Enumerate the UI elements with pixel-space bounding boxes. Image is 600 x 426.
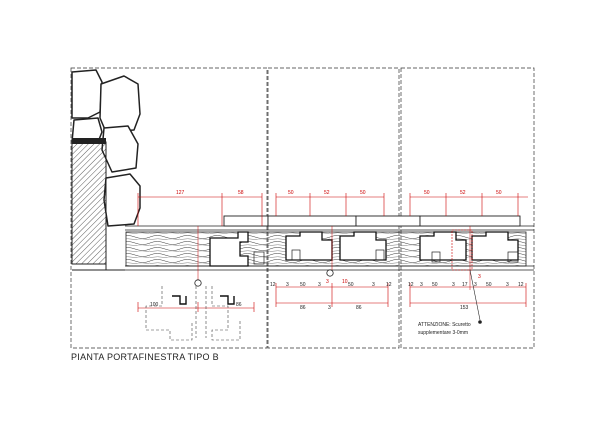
note-leader <box>469 269 482 324</box>
note-line-1: Scuretto <box>452 322 471 328</box>
shutter-boards <box>223 215 521 227</box>
dim-mid-52: 52 <box>324 190 330 196</box>
dim-127: 127 <box>176 190 185 196</box>
dim-100: 100 <box>150 302 159 308</box>
right-lower-dimensions <box>409 283 527 307</box>
mid-dim-50a: 50 <box>300 282 306 288</box>
right-dim-3a: 3 <box>420 282 423 288</box>
note-label: ATTENZIONE: Scuretto <box>418 322 471 328</box>
note-warning-label: ATTENZIONE: <box>418 322 451 328</box>
dim-58: 58 <box>238 190 244 196</box>
mid-total-86b: 86 <box>356 305 362 311</box>
marker-10: 10 <box>342 279 348 285</box>
right-dim-3b: 3 <box>452 282 455 288</box>
mid-dim-50b: 50 <box>348 282 354 288</box>
dim-mid-50a: 50 <box>288 190 294 196</box>
frame-profiles <box>209 231 519 267</box>
marker-3b: 3 <box>478 274 481 280</box>
mid-dim-3c: 3 <box>372 282 375 288</box>
mid-dim-12b: 12 <box>386 282 392 288</box>
marker-3a: 3 <box>326 279 329 285</box>
detail-profiles <box>172 295 235 305</box>
dim-right-52: 52 <box>460 190 466 196</box>
mid-dim-12a: 12 <box>270 282 276 288</box>
middle-lower-dimensions <box>275 283 389 307</box>
mid-total-3: 3 <box>328 305 331 311</box>
right-dim-50a: 50 <box>432 282 438 288</box>
mid-dim-3a: 3 <box>286 282 289 288</box>
right-dim-3d: 3 <box>506 282 509 288</box>
section-markers <box>194 269 334 287</box>
drawing-title: PIANTA PORTAFINESTRA TIPO B <box>71 352 219 362</box>
top-dimension-lines <box>137 193 528 226</box>
mid-total-86a: 86 <box>300 305 306 311</box>
dim-right-50a: 50 <box>424 190 430 196</box>
dim-86: 86 <box>236 302 242 308</box>
right-dim-12b: 12 <box>518 282 524 288</box>
glazing-squares <box>253 249 519 265</box>
right-small-dims: 12 3 50 3 17 3 50 3 12 <box>408 282 524 288</box>
right-dim-17: 17 <box>462 282 468 288</box>
right-total-153: 153 <box>460 305 469 311</box>
right-dim-50b: 50 <box>486 282 492 288</box>
red-detail <box>451 229 473 271</box>
middle-small-dims: 12 3 50 3 50 3 12 <box>270 282 392 288</box>
note-line-2: supplementare 3-0mm <box>418 330 468 336</box>
ghost-outline <box>145 286 241 341</box>
dim-mid-50b: 50 <box>360 190 366 196</box>
mid-dim-3b: 3 <box>318 282 321 288</box>
wall-section <box>71 138 125 271</box>
right-dim-3c: 3 <box>474 282 477 288</box>
red-guides <box>197 226 471 290</box>
dim-right-50b: 50 <box>496 190 502 196</box>
right-dim-12a: 12 <box>408 282 414 288</box>
sheet-frames <box>70 67 535 349</box>
